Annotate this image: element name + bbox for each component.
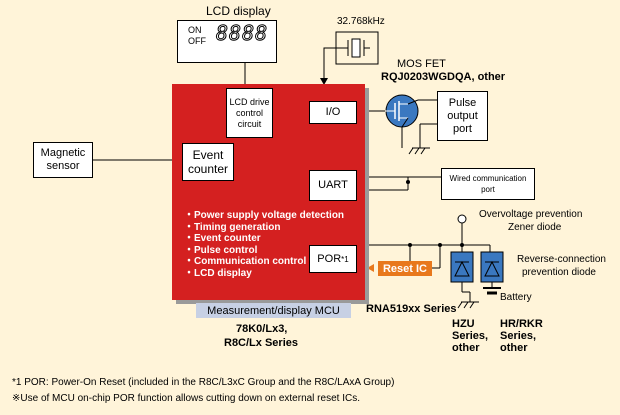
mcu-series-line1: 78K0/Lx3, [236, 323, 288, 335]
mosfet-part: RQJ0203WGDQA, other [381, 71, 506, 83]
reverse-label-2: prevention diode [522, 267, 596, 278]
lcd-digits: 8888 [215, 21, 269, 46]
battery-label: Battery [500, 292, 532, 303]
reset-ic-series: RNA519xx Series [366, 303, 457, 315]
crystal-frequency: 32.768kHz [337, 16, 385, 27]
overvoltage-label: Overvoltage prevention [479, 209, 583, 220]
footnote-mcu-por: ※Use of MCU on-chip POR function allows … [12, 393, 360, 404]
feature-item: Timing generation [184, 222, 344, 234]
feature-item: Pulse control [184, 245, 344, 257]
mcu-name: Measurement/display MCU [196, 303, 351, 318]
lcd-off-label: OFF [188, 36, 206, 46]
por-footnote-mark: *1 [341, 254, 349, 264]
hr-line2: Series, [500, 330, 537, 342]
mcu-series-line2: R8C/Lx Series [224, 337, 298, 349]
uart-block: UART [309, 170, 357, 201]
lcd-drive-circuit: LCD drive control circuit [226, 88, 273, 138]
footnote-por: *1 POR: Power-On Reset (included in the … [12, 377, 395, 388]
pulse-output-port: Pulse output port [437, 91, 488, 141]
feature-item: Event counter [184, 233, 344, 245]
hzu-line2: Series, [452, 330, 489, 342]
io-block: I/O [309, 101, 357, 124]
lcd-title: LCD display [206, 4, 271, 18]
magnetic-sensor: Magnetic sensor [33, 142, 93, 178]
feature-item: Power supply voltage detection [184, 210, 344, 222]
reverse-label-1: Reverse-connection [517, 254, 606, 265]
hzu-series: HZU Series, other [452, 318, 488, 354]
hzu-line3: other [452, 342, 480, 354]
hr-line3: other [500, 342, 528, 354]
hzu-line1: HZU [452, 318, 475, 330]
wired-communication-port: Wired communication port [441, 168, 535, 200]
zener-label: Zener diode [508, 222, 562, 233]
lcd-on-label: ON [188, 25, 202, 35]
feature-list: Power supply voltage detection Timing ge… [184, 210, 344, 279]
hr-line1: HR/RKR [500, 318, 543, 330]
lcd-screen: ON OFF 8888 [177, 20, 277, 63]
feature-item: LCD display [184, 268, 344, 280]
feature-item: Communication control [184, 256, 344, 268]
reset-ic: Reset IC [378, 261, 432, 276]
hr-rkr-series: HR/RKR Series, other [500, 318, 543, 354]
mosfet-title: MOS FET [397, 58, 446, 70]
event-counter: Event counter [182, 143, 234, 181]
